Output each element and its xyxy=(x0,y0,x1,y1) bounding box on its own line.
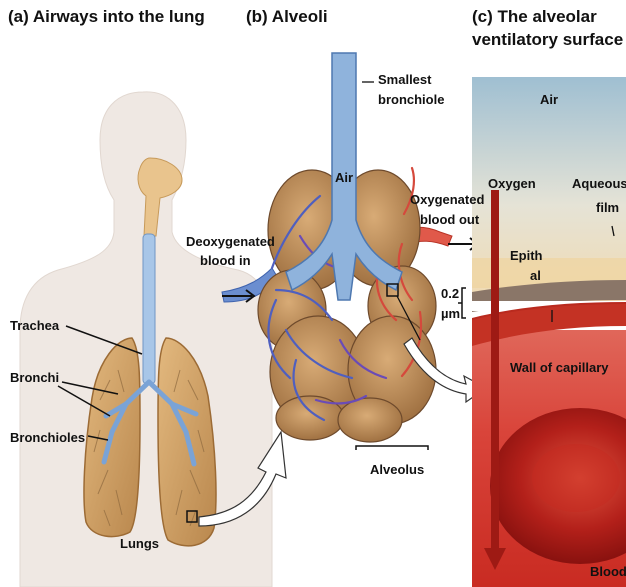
aqueous-film-label-2: film xyxy=(596,200,619,215)
smallest-bronchiole-label-2: bronchiole xyxy=(378,92,444,107)
alveolus-bracket xyxy=(356,446,428,450)
bronchioles-label: Bronchioles xyxy=(10,430,85,445)
red-blood-cell-dimple xyxy=(532,444,620,512)
thickness-value: 0.2 xyxy=(441,286,459,301)
blood-label: Blood xyxy=(590,564,626,579)
oxygen-label: Oxygen xyxy=(488,176,536,191)
panel-c-illustration xyxy=(458,77,626,587)
aqueous-film-label-1: Aqueous xyxy=(572,176,626,191)
deoxygenated-label-2: blood in xyxy=(200,253,251,268)
air-label-b: Air xyxy=(335,170,353,185)
panel-c-title-line1: (c) The alveolar xyxy=(472,7,597,26)
epithelium-label-1: Epith xyxy=(510,248,543,263)
deoxygenated-label-1: Deoxygenated xyxy=(186,234,275,249)
trachea-label: Trachea xyxy=(10,318,60,333)
alveolus-label: Alveolus xyxy=(370,462,424,477)
wall-of-capillary-label: Wall of capillary xyxy=(510,360,609,375)
smallest-bronchiole-label-1: Smallest xyxy=(378,72,432,87)
air-label-c: Air xyxy=(540,92,558,107)
bronchi-label: Bronchi xyxy=(10,370,59,385)
panel-c-title-line2: ventilatory surface xyxy=(472,30,623,49)
oxygenated-label-1: Oxygenated xyxy=(410,192,484,207)
lungs-label: Lungs xyxy=(120,536,159,551)
panel-b-title: (b) Alveoli xyxy=(246,7,328,26)
thickness-unit: µm xyxy=(441,306,460,321)
oxygen-arrow-shaft xyxy=(491,190,499,550)
panel-a-title: (a) Airways into the lung xyxy=(8,7,205,26)
trachea-tube xyxy=(143,234,155,384)
oxygenated-label-2: blood out xyxy=(420,212,480,227)
epithelium-label-2: al xyxy=(530,268,541,283)
